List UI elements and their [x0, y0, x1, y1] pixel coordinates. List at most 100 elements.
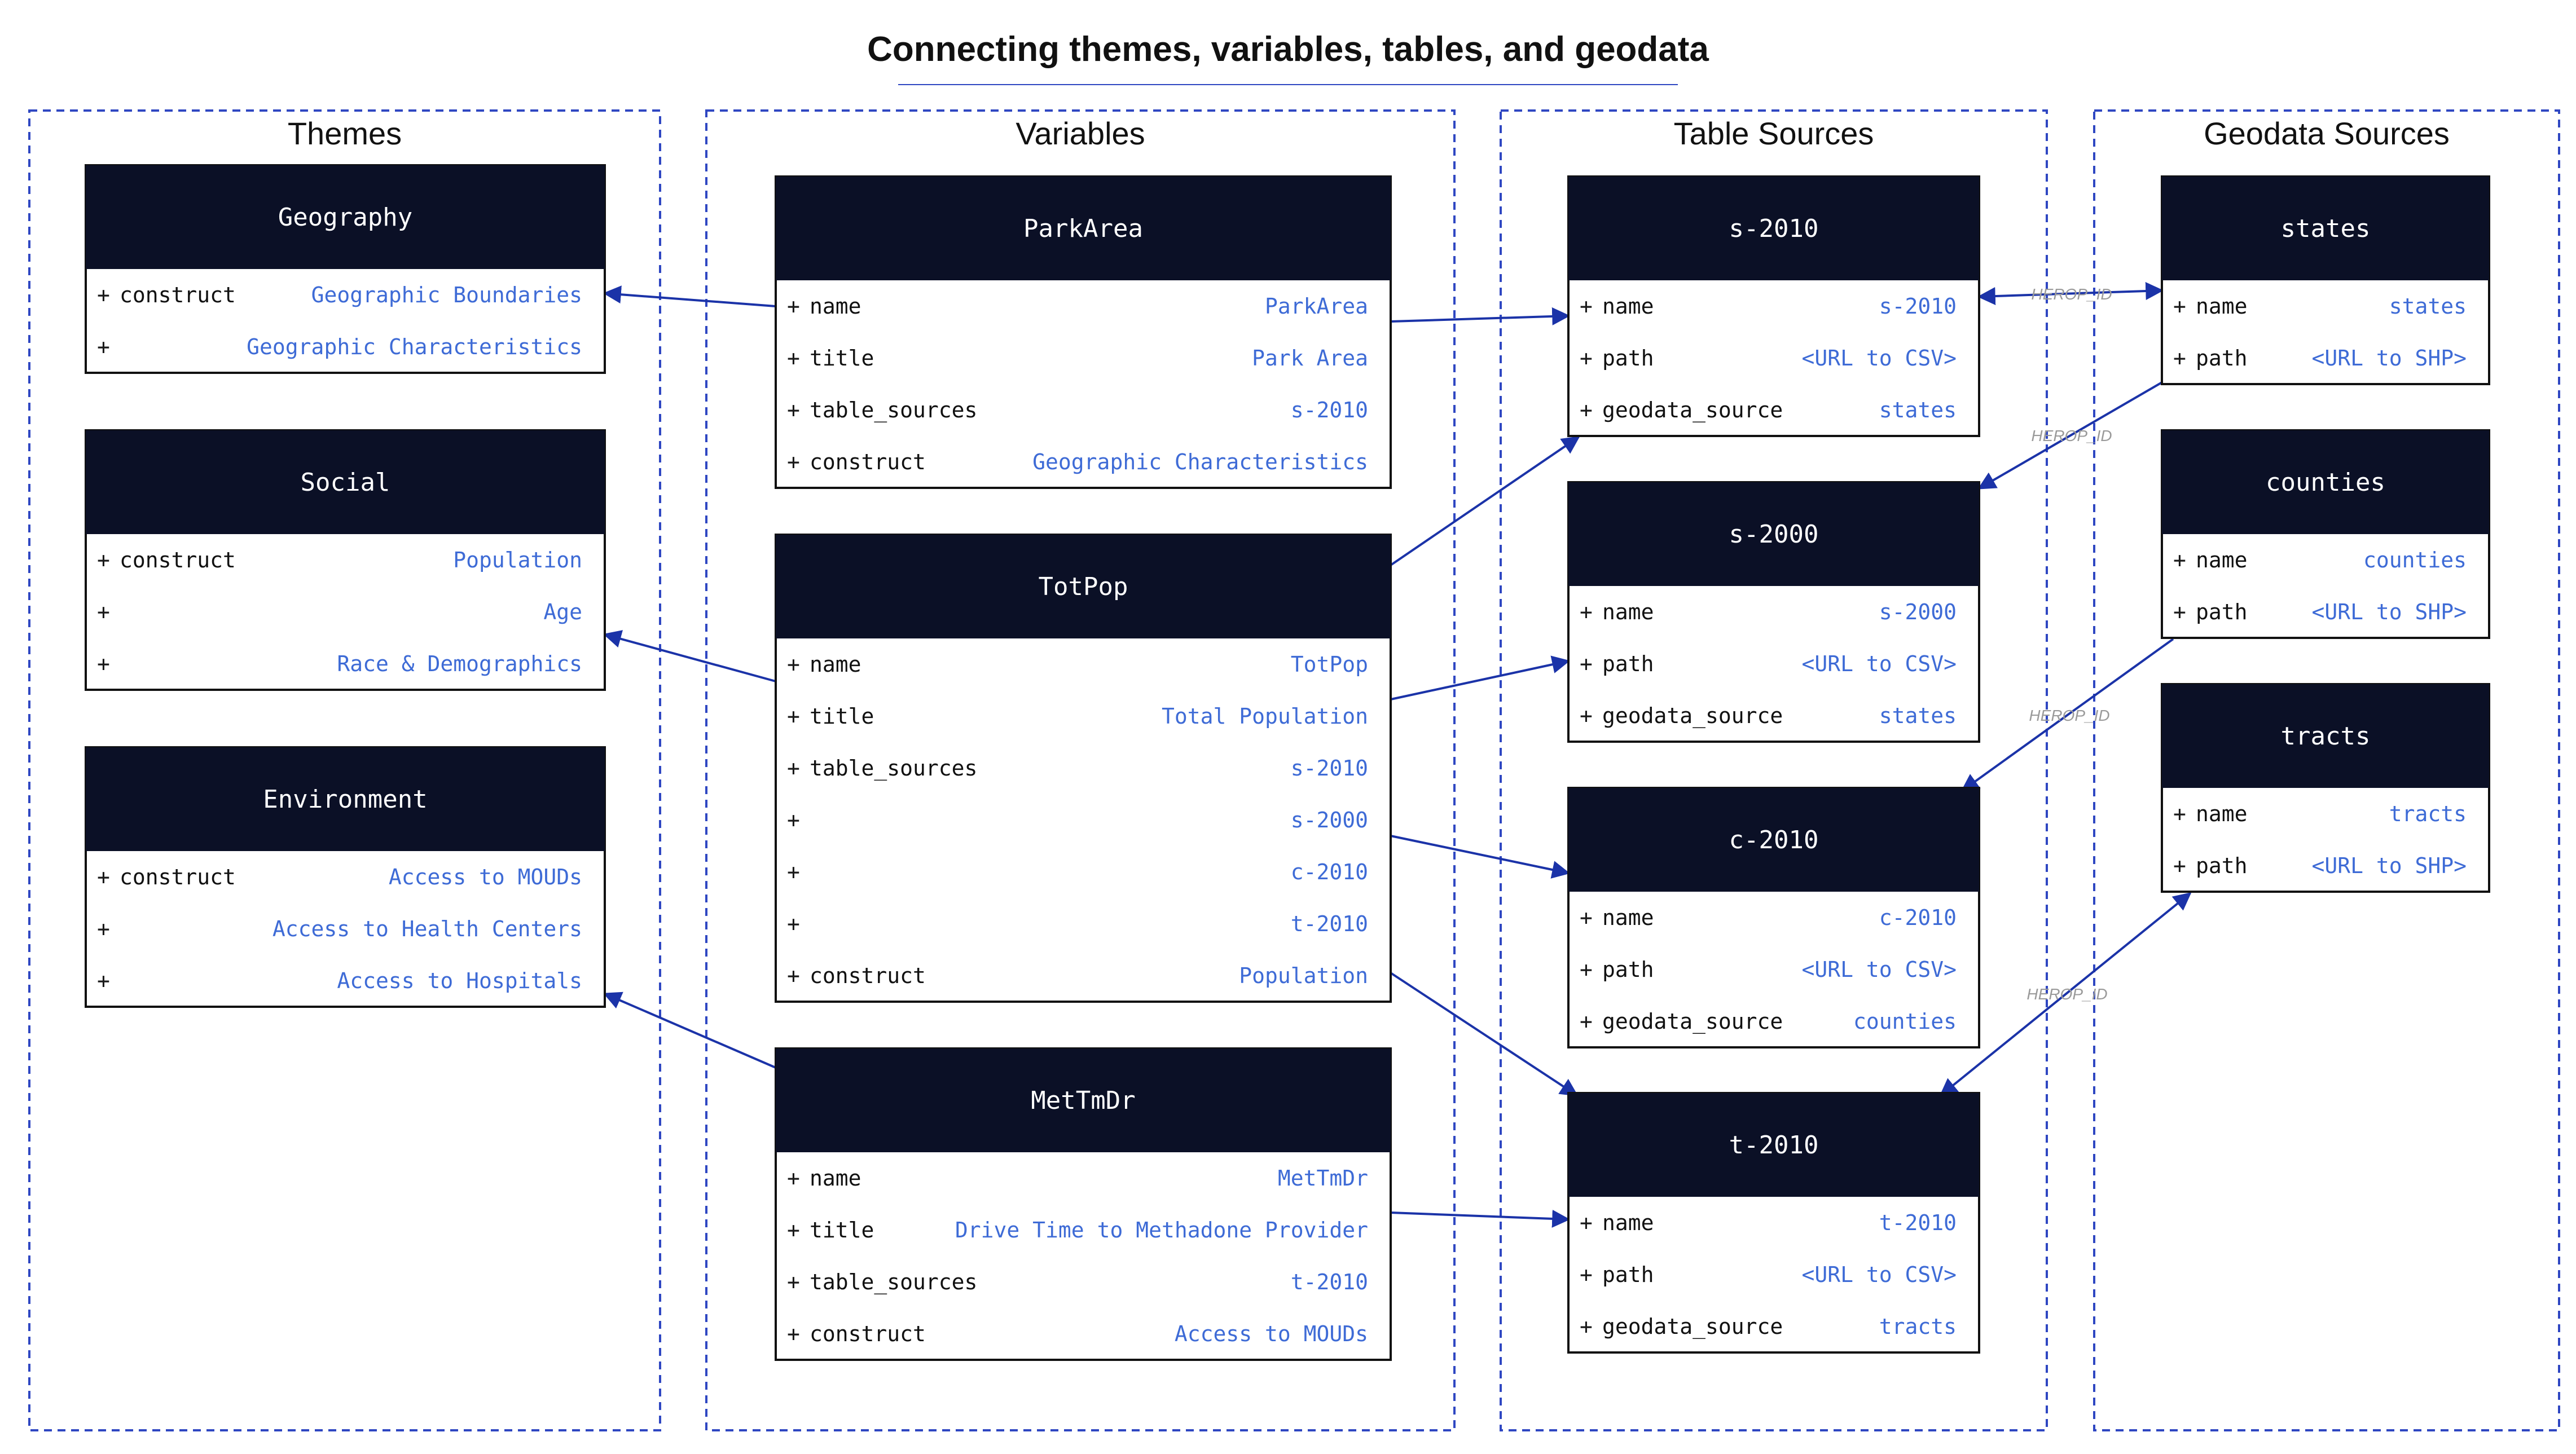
plus-icon: +: [1580, 957, 1593, 982]
entity-row: + t-2010: [787, 911, 1368, 936]
plus-icon: +: [787, 1166, 800, 1191]
plus-icon: +: [97, 334, 110, 359]
plus-icon: +: [1580, 294, 1593, 319]
attribute-value: t-2010: [1291, 911, 1368, 936]
attribute-value: Access to MOUDs: [1175, 1321, 1368, 1346]
plus-icon: +: [1580, 905, 1593, 930]
entity-row: +path<URL to SHP>: [2173, 346, 2467, 371]
plus-icon: +: [787, 346, 800, 371]
entity-header: [2162, 430, 2489, 534]
attribute-value: <URL to SHP>: [2311, 853, 2467, 878]
plus-icon: +: [787, 1270, 800, 1294]
plus-icon: +: [97, 600, 110, 624]
entity-name: Geography: [278, 203, 412, 232]
entity-name: s-2000: [1729, 520, 1819, 549]
entity-header: [776, 535, 1391, 638]
entity-row: +path<URL to CSV>: [1580, 651, 1957, 676]
plus-icon: +: [1580, 346, 1593, 371]
attribute-name: construct: [810, 963, 926, 988]
attribute-value: TotPop: [1291, 652, 1368, 677]
edge-totpop-to-t2010: [1390, 972, 1579, 1096]
attribute-name: title: [810, 346, 874, 371]
attribute-value: Total Population: [1162, 704, 1368, 729]
attribute-name: construct: [810, 1321, 926, 1346]
attribute-name: table_sources: [810, 398, 977, 423]
attribute-value: <URL to CSV>: [1801, 1262, 1957, 1287]
edge-totpop-to-social: [603, 630, 776, 682]
edge-label: HEROP_ID: [2031, 285, 2112, 303]
entity-row: +s-2000: [787, 808, 1368, 832]
attribute-name: table_sources: [810, 756, 977, 781]
group-border: [1500, 109, 2048, 1431]
entity-name: t-2010: [1729, 1131, 1819, 1160]
attribute-name: name: [2196, 294, 2248, 319]
attribute-name: name: [1602, 1210, 1654, 1235]
edge-label: HEROP_ID: [2026, 985, 2107, 1003]
plus-icon: +: [97, 865, 110, 889]
plus-icon: +: [97, 651, 110, 676]
diagram-title: Connecting themes, variables, tables, an…: [867, 30, 1709, 69]
edge-totpop-to-s2010: [1390, 436, 1580, 566]
attribute-name: name: [810, 1166, 861, 1191]
attribute-name: name: [1602, 294, 1654, 319]
entity-header: [1568, 177, 1979, 280]
plus-icon: +: [787, 911, 800, 936]
attribute-value: <URL to CSV>: [1801, 651, 1957, 676]
entity-row: +path<URL to SHP>: [2173, 600, 2467, 624]
plus-icon: +: [97, 917, 110, 941]
attribute-value: Geographic Characteristics: [247, 334, 582, 359]
attribute-name: path: [1602, 957, 1654, 982]
attribute-value: states: [1879, 703, 1957, 728]
plus-icon: +: [2173, 801, 2186, 826]
attribute-value: Park Area: [1252, 346, 1368, 371]
plus-icon: +: [2173, 600, 2186, 624]
attribute-name: geodata_source: [1602, 1314, 1783, 1340]
entity-header: [776, 177, 1391, 280]
plus-icon: +: [787, 398, 800, 422]
attribute-value: MetTmDr: [1278, 1166, 1368, 1191]
attribute-name: title: [810, 1218, 874, 1242]
attribute-value: <URL to CSV>: [1801, 957, 1957, 982]
entity-name: c-2010: [1729, 826, 1819, 854]
attribute-value: c-2010: [1879, 905, 1957, 930]
group-border: [705, 109, 1456, 1431]
entity-row: +Age: [97, 600, 582, 624]
attribute-value: tracts: [1879, 1314, 1957, 1339]
attribute-value: <URL to CSV>: [1801, 346, 1957, 371]
edge-mettmdr-to-environment: [603, 992, 776, 1069]
edge-label: HEROP_ID: [2029, 707, 2109, 724]
edge-totpop-to-c2010: [1390, 835, 1571, 879]
entity-header: [86, 165, 605, 269]
attribute-value: ParkArea: [1265, 294, 1368, 319]
edge-label: HEROP_ID: [2031, 427, 2112, 444]
entity-row: +Access to Health Centers: [97, 917, 582, 941]
plus-icon: +: [787, 652, 800, 677]
attribute-name: geodata_source: [1602, 703, 1783, 729]
attribute-name: path: [1602, 1262, 1654, 1287]
entity-row: + name MetTmDr: [787, 1166, 1368, 1191]
entity-row: + title Park Area: [787, 346, 1368, 371]
